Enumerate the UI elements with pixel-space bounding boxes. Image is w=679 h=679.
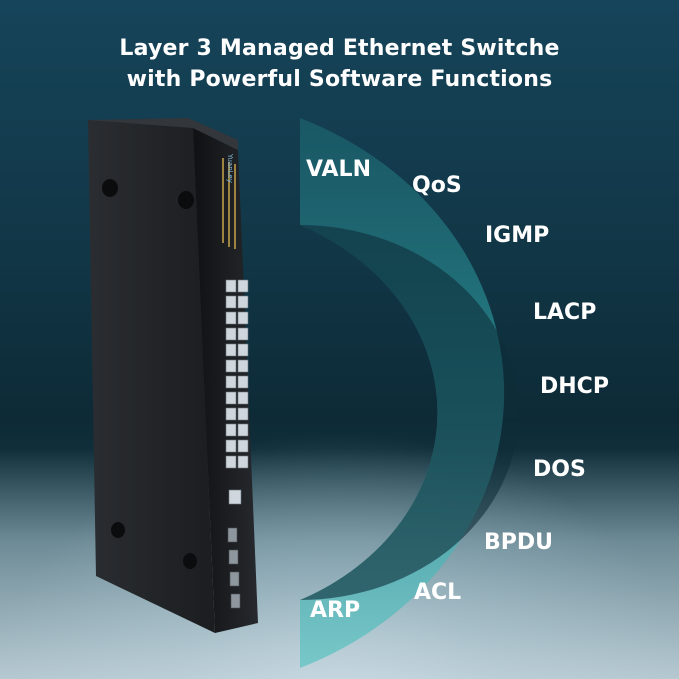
rubber-foot (102, 179, 118, 197)
feature-igmp: IGMP (485, 223, 550, 248)
feature-arp: ARP (310, 598, 361, 623)
rubber-foot (111, 522, 125, 538)
feature-qos: QoS (412, 173, 462, 198)
svg-text:YuanLey: YuanLey (226, 153, 234, 183)
headline-line-1: Layer 3 Managed Ethernet Switche (119, 36, 560, 61)
feature-lacp: LACP (533, 300, 597, 325)
headline: Layer 3 Managed Ethernet Switche with Po… (0, 33, 679, 95)
rubber-foot (183, 553, 197, 569)
feature-bpdu: BPDU (484, 530, 554, 555)
feature-dhcp: DHCP (540, 374, 609, 399)
feature-valn: VALN (306, 157, 371, 182)
ethernet-switch-device: YuanLey (88, 118, 258, 633)
rubber-foot (178, 191, 194, 209)
feature-acl: ACL (414, 580, 462, 605)
headline-line-2: with Powerful Software Functions (126, 67, 553, 92)
feature-dos: DOS (533, 457, 586, 482)
